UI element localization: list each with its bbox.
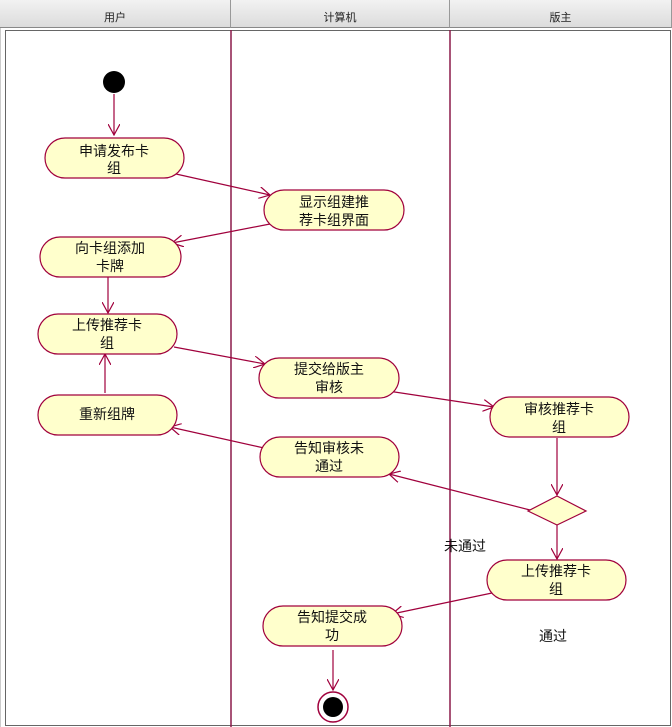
node-notify-rejected-line1: 告知审核未 <box>294 440 364 457</box>
node-apply-publish: 申请发布卡 组 <box>44 137 185 179</box>
edge-show-to-add <box>172 223 271 243</box>
swimlane-title-moderator: 版主 <box>549 11 572 24</box>
node-upload-deck-mod: 上传推荐卡 组 <box>486 559 627 601</box>
edge-decision-to-notify-rejected <box>389 474 531 511</box>
node-show-build-ui-line2: 荐卡组界面 <box>299 213 369 229</box>
edge-submit-to-review <box>387 390 494 407</box>
node-review-deck-line1: 审核推荐卡 <box>524 402 594 418</box>
node-add-cards: 向卡组添加 卡牌 <box>39 236 182 278</box>
final-node <box>317 691 349 723</box>
node-notify-success-line1: 告知提交成 <box>297 609 367 626</box>
node-show-build-ui-line1: 显示组建推 <box>299 195 369 211</box>
node-notify-success: 告知提交成 功 <box>262 605 403 647</box>
edge-notify-rejected-to-rebuild <box>170 427 265 449</box>
node-notify-success-line2: 功 <box>325 628 339 644</box>
guard-label-not-passed: 未通过 <box>444 539 486 555</box>
diagram-border <box>5 30 671 726</box>
swimlane-title-user: 用户 <box>104 11 126 24</box>
swimlane-header-computer: 计算机 <box>231 0 450 28</box>
swimlane-header-user: 用户 <box>0 0 231 28</box>
node-submit-to-moderator: 提交给版主 审核 <box>258 357 400 399</box>
node-add-cards-line1: 向卡组添加 <box>75 241 145 257</box>
node-review-deck: 审核推荐卡 组 <box>489 396 630 438</box>
decision-node <box>526 495 588 526</box>
node-apply-publish-line1: 申请发布卡 <box>79 144 149 160</box>
node-submit-to-moderator-line2: 审核 <box>315 380 343 396</box>
node-rebuild-deck: 重新组牌 <box>37 394 178 436</box>
node-rebuild-deck-line1: 重新组牌 <box>79 406 135 423</box>
node-upload-deck-user: 上传推荐卡 组 <box>37 313 178 355</box>
node-notify-rejected: 告知审核未 通过 <box>259 436 400 478</box>
node-upload-deck-mod-line1: 上传推荐卡 <box>521 564 591 580</box>
node-upload-deck-mod-line2: 组 <box>549 582 563 598</box>
node-notify-rejected-line2: 通过 <box>315 459 343 475</box>
node-show-build-ui: 显示组建推 荐卡组界面 <box>263 189 405 231</box>
node-upload-deck-user-line2: 组 <box>100 336 114 352</box>
initial-node <box>103 71 125 93</box>
swimlane-title-computer: 计算机 <box>323 11 357 24</box>
guard-label-passed: 通过 <box>539 629 567 645</box>
node-apply-publish-line2: 组 <box>107 161 121 177</box>
edge-upload-to-submit <box>173 346 265 364</box>
edge-apply-to-show <box>175 173 270 195</box>
node-review-deck-line2: 组 <box>552 420 566 436</box>
edge-upload-mod-to-notify-success <box>392 592 493 614</box>
node-submit-to-moderator-line1: 提交给版主 <box>294 361 364 378</box>
node-add-cards-line2: 卡牌 <box>96 258 124 275</box>
node-upload-deck-user-line1: 上传推荐卡 <box>72 318 142 334</box>
